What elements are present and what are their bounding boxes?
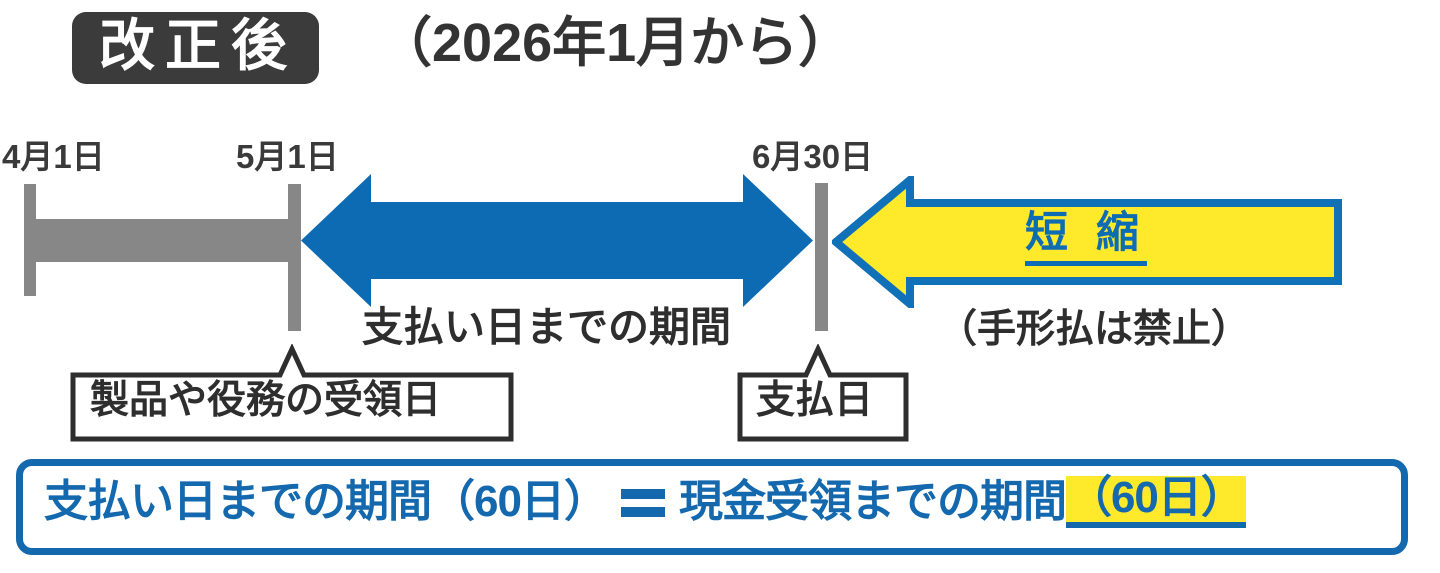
callout-label-payday: 支払日 [756,379,874,422]
callout-box-receipt [70,344,514,442]
date-label-april: 4月1日 [2,138,105,175]
note-caption: （手形払は禁止） [938,308,1251,351]
title-subtitle: （2026年1月から） [378,13,853,73]
gray-bar-segment [24,219,301,262]
summary-left-term: 支払い日までの期間（60日） [44,477,608,526]
callout-label-receipt: 製品や役務の受領日 [90,379,442,422]
summary-highlight-term: （60日） [1065,476,1246,528]
equals-icon [620,485,665,519]
date-label-may: 5月1日 [236,138,339,175]
gray-tick-may [288,184,301,331]
summary-equation: 支払い日までの期間（60日） 現金受領までの期間 （60日） [44,476,1374,528]
yellow-left-arrow-icon [832,176,1342,308]
gray-tick-june [815,183,828,331]
callout-box-payday [737,344,909,442]
summary-right-term: 現金受領までの期間 [678,477,1067,526]
blue-double-arrow-icon [301,174,813,307]
shorten-label: 短 縮 [1025,212,1147,266]
date-label-june: 6月30日 [752,138,874,175]
title-badge: 改正後 [72,12,319,84]
period-caption: 支払い日までの期間 [362,304,731,350]
